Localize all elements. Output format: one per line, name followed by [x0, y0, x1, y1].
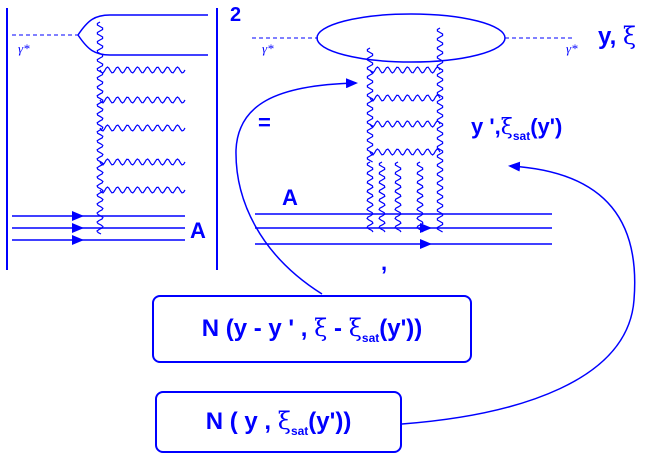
gluon-rung-right-4 — [369, 148, 441, 156]
square-exponent: 2 — [230, 4, 242, 26]
gluon-fan-1 — [366, 161, 374, 233]
gluon-rung-left-5 — [99, 186, 186, 194]
gluon-vertical-left — [96, 21, 104, 235]
gluon-rung-left-2 — [99, 96, 186, 104]
gluon-fan-2 — [394, 161, 402, 233]
box-lower-formula: N ( y , ξsat(y')) — [155, 391, 402, 453]
gluon-fan-4 — [378, 161, 386, 233]
gluon-vertical-right-b — [436, 27, 444, 233]
right-label-y-xi: y, ξ — [598, 22, 637, 50]
quark-loop-right — [316, 13, 506, 63]
photon-label-right-out: γ* — [566, 41, 578, 56]
equals-sign: = — [258, 110, 271, 135]
gluon-rung-right-3 — [369, 120, 441, 128]
gluon-rung-left-4 — [99, 158, 186, 166]
gluon-lines — [96, 21, 444, 235]
gluon-fan-3 — [416, 161, 424, 233]
arrow-upper-box-to-ladder — [235, 78, 358, 295]
quark-loop-left — [77, 14, 208, 56]
nucleus-label-right: A — [282, 185, 298, 210]
gluon-rung-left-3 — [99, 124, 186, 132]
arrow-lower-box-to-label — [401, 161, 636, 425]
nucleus-lines-left — [12, 211, 185, 245]
gluon-vertical-right-a — [366, 47, 374, 163]
gluon-rung-right-1 — [369, 66, 441, 74]
photon-label-right-in: γ* — [262, 41, 274, 56]
nucleus-lines-right — [255, 213, 552, 249]
gluon-rung-right-2 — [369, 94, 441, 102]
comma-mark: , — [381, 250, 388, 275]
mid-label: y ',ξsat(y') — [471, 114, 563, 143]
nucleus-label-left: A — [190, 218, 206, 243]
photon-label-left: γ* — [18, 41, 30, 56]
gluon-rung-left-1 — [99, 66, 186, 74]
box-upper-formula: N (y - y ' , ξ - ξsat(y')) — [152, 295, 472, 363]
